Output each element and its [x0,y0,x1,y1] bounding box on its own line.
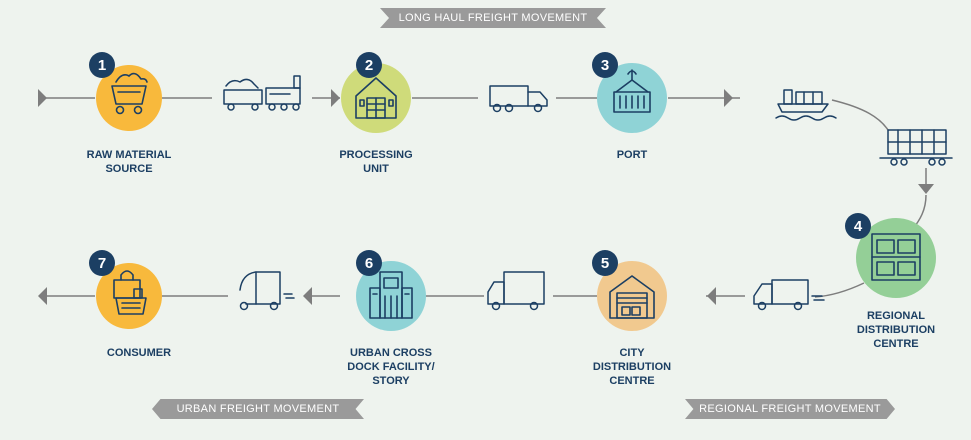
node-label-4: REGIONAL DISTRIBUTION CENTRE [856,310,936,350]
node-label-7: CONSUMER [106,347,172,359]
box-truck-icon [487,271,545,311]
node-circle-4 [856,218,936,298]
urban-banner: URBAN FREIGHT MOVEMENT [152,399,364,419]
badge-6: 6 [356,250,382,276]
warehouse-icon [355,77,397,119]
truck-icon [489,85,548,113]
badge-7: 7 [89,250,115,276]
number-badges: 1 2 3 4 5 6 7 [89,52,871,276]
arrowhead-to-ship [724,89,733,107]
arrowhead-to-5 [707,287,716,305]
badge-number-7: 7 [98,255,106,272]
badge-number-3: 3 [601,57,609,74]
arrowheads [38,89,934,305]
node-label-2: PROCESSING UNIT [339,149,413,175]
node-circle-1 [96,65,162,131]
line-ship-to-wagon [831,99,889,131]
connector-lines [38,97,927,298]
garage-warehouse-icon [609,275,655,319]
badge-2: 2 [356,52,382,78]
arrowhead-to-2 [331,89,340,107]
badge-number-4: 4 [854,218,863,235]
cargo-ship-icon [775,89,837,121]
container-crane-icon [613,69,651,113]
arrowhead-end [38,287,47,305]
shelving-icon [871,233,921,281]
node-circle-7 [96,263,162,329]
node-circle-5 [597,261,667,331]
node-label-3: PORT [616,149,648,161]
node-circles [96,63,936,331]
node-label-6: URBAN CROSS DOCK FACILITY/ STORY [347,347,435,387]
node-label-1: RAW MATERIAL SOURCE [86,149,172,175]
arrowhead-to-rickshaw [303,287,312,305]
arrowhead-down [918,184,934,194]
delivery-van-icon [753,279,825,311]
arrowhead-start [38,89,47,107]
badge-5: 5 [592,250,618,276]
store-building-icon [369,271,413,319]
line-4-to-van [814,282,865,298]
badge-number-6: 6 [365,255,373,272]
badge-1: 1 [89,52,115,78]
badge-number-2: 2 [365,57,373,74]
long-haul-banner: LONG HAUL FREIGHT MOVEMENT [380,8,606,28]
rail-wagon-icon [879,129,953,166]
shopping-bag-icon [113,270,147,315]
badge-number-1: 1 [98,57,106,74]
freight-train-icon [223,75,301,111]
regional-banner: REGIONAL FREIGHT MOVEMENT [685,399,895,419]
badge-number-5: 5 [601,255,609,272]
mine-cart-icon [111,72,148,115]
node-label-5: CITY DISTRIBUTION CENTRE [592,347,672,387]
auto-rickshaw-icon [239,271,295,311]
badge-4: 4 [845,213,871,239]
badge-3: 3 [592,52,618,78]
